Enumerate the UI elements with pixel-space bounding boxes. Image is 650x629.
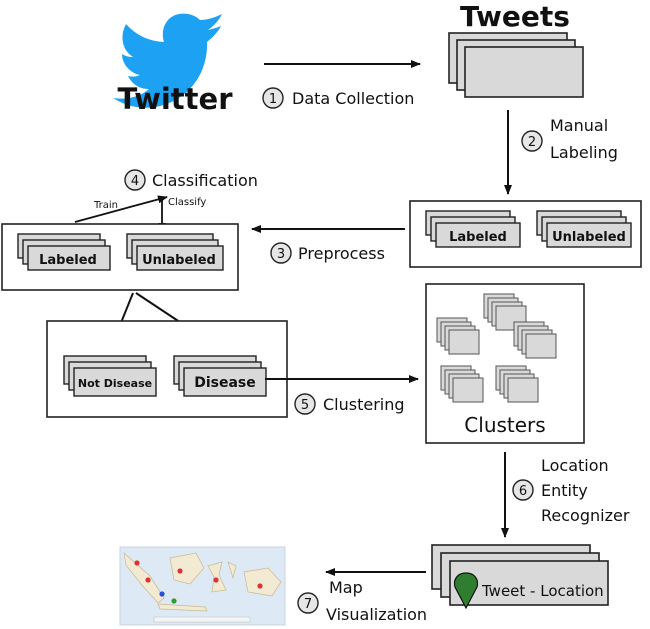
step-5-label: Clustering: [323, 395, 405, 414]
map-thumbnail: [119, 546, 286, 626]
step-1-label: Data Collection: [292, 89, 414, 108]
step-6-badge: 6: [512, 479, 534, 501]
unlabeled-card: [536, 210, 632, 248]
left-labeled-card-label: Labeled: [39, 253, 97, 268]
svg-text:6: 6: [519, 484, 527, 499]
step-6-label-line3: Recognizer: [541, 506, 630, 525]
step-2-label-line2: Labeling: [550, 143, 618, 162]
step-7-label-line2: Visualization: [326, 605, 427, 624]
disease-card: [173, 355, 267, 397]
tweet-location-label: Tweet - Location: [481, 582, 604, 600]
step-3-badge: 3: [270, 242, 292, 264]
tweets-stack: [448, 32, 584, 98]
twitter-bird-icon: [113, 13, 222, 108]
svg-text:7: 7: [304, 597, 312, 612]
twitter-logo-text: Twitter: [117, 82, 233, 116]
left-labeled-card: [17, 233, 111, 271]
left-unlabeled-card-label: Unlabeled: [142, 253, 216, 268]
svg-text:4: 4: [131, 174, 139, 189]
svg-text:1: 1: [269, 92, 277, 107]
step-5-badge: 5: [294, 393, 316, 415]
step-7-label-line1: Map: [329, 578, 363, 597]
unlabeled-card-label: Unlabeled: [552, 230, 626, 245]
not-disease-card-label: Not Disease: [78, 377, 152, 390]
labeled-card-label: Labeled: [449, 230, 507, 245]
map-marker-icon: [453, 572, 479, 610]
step-6-label-line1: Location: [541, 456, 609, 475]
svg-text:2: 2: [528, 135, 536, 150]
step-7-badge: 7: [297, 592, 319, 614]
disease-card-label: Disease: [194, 375, 256, 391]
classify-label: Classify: [168, 197, 206, 208]
step-3-label: Preprocess: [298, 244, 385, 263]
not-disease-card: [63, 355, 157, 397]
tweets-title: Tweets: [460, 0, 570, 33]
left-unlabeled-card: [126, 233, 224, 271]
svg-text:3: 3: [277, 247, 285, 262]
step-1-badge: 1: [262, 87, 284, 109]
cluster-stacks: [436, 293, 557, 403]
step-2-label-line1: Manual: [550, 116, 608, 135]
clusters-title: Clusters: [464, 413, 545, 437]
arrow-train: [74, 195, 168, 223]
step-6-label-line2: Entity: [541, 481, 588, 500]
step-2-badge: 2: [521, 130, 543, 152]
train-label: Train: [93, 200, 118, 211]
svg-text:5: 5: [301, 398, 309, 413]
labeled-card: [425, 210, 521, 248]
step-4-label: Classification: [152, 171, 258, 190]
step-4-badge: 4: [124, 169, 146, 191]
